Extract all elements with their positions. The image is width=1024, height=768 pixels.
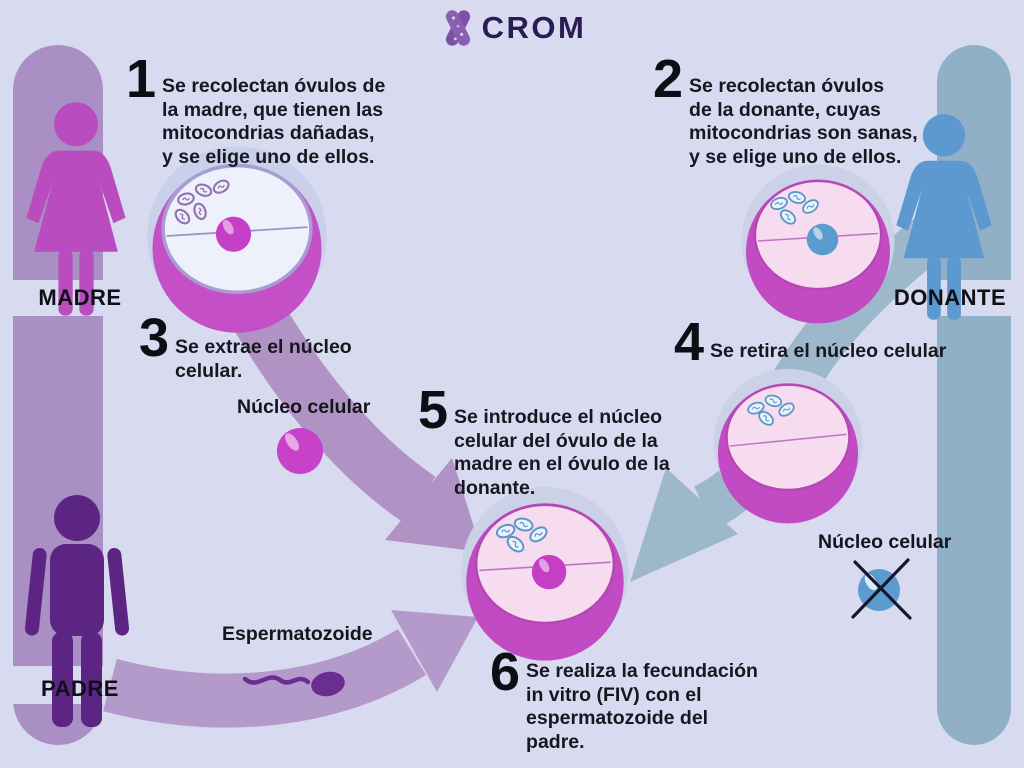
step-2: 2 Se recolectan óvulos de la donante, cu… bbox=[653, 49, 934, 169]
step-5-number: 5 bbox=[418, 380, 448, 440]
step-2-number: 2 bbox=[653, 49, 683, 109]
cell-reconstructed-egg bbox=[461, 486, 629, 661]
step-5: 5 Se introduce el núcleo celular del óvu… bbox=[418, 380, 689, 500]
madre-label: MADRE bbox=[38, 285, 122, 310]
transferred-nucleus bbox=[531, 554, 567, 590]
step-1-text: Se recolectan óvulos de la madre, que ti… bbox=[162, 75, 386, 168]
extracted-nucleus-icon bbox=[277, 428, 323, 474]
step-1-number: 1 bbox=[126, 49, 156, 109]
donante-nucleus bbox=[806, 223, 839, 256]
step-4-text: Se retira el núcleo celular bbox=[710, 340, 947, 362]
step-6-text: Se realiza la fecundación in vitro (FIV)… bbox=[526, 660, 758, 753]
cell-donante-egg bbox=[741, 164, 895, 324]
step-3-number: 3 bbox=[139, 308, 169, 368]
madre-nucleus bbox=[215, 216, 252, 252]
step-2-text: Se recolectan óvulos de la donante, cuya… bbox=[689, 75, 918, 168]
donante-figure-icon bbox=[896, 114, 992, 320]
arrow-madre-to-center bbox=[227, 291, 482, 552]
logo-text: CROM bbox=[481, 10, 587, 45]
step-4-number: 4 bbox=[674, 312, 704, 372]
arrow-padre-to-center bbox=[103, 610, 478, 728]
cell-enucleated-egg bbox=[713, 368, 863, 524]
step-6-number: 6 bbox=[490, 642, 520, 702]
sperm-icon bbox=[242, 671, 345, 697]
chromosome-x-icon bbox=[445, 10, 470, 46]
madre-figure-icon bbox=[26, 102, 126, 316]
discarded-nucleus-icon bbox=[851, 558, 912, 620]
step-6: 6 Se realiza la fecundación in vitro (FI… bbox=[490, 642, 776, 754]
cross-out-icon bbox=[851, 558, 912, 620]
padre-label: PADRE bbox=[41, 676, 119, 701]
cell-madre-egg bbox=[147, 146, 327, 333]
step-1: 1 Se recolectan óvulos de la madre, que … bbox=[126, 49, 412, 169]
step-4: 4 Se retira el núcleo celular bbox=[674, 312, 960, 372]
nucleo-celular-madre-label: Núcleo celular bbox=[237, 396, 371, 418]
step-5-text: Se introduce el núcleo celular del óvulo… bbox=[454, 406, 670, 499]
step-3-text: Se extrae el núcleo celular. bbox=[175, 336, 352, 382]
espermatozoide-label: Espermatozoide bbox=[222, 623, 373, 645]
nucleo-celular-donante-label: Núcleo celular bbox=[818, 531, 952, 553]
padre-figure-icon bbox=[24, 495, 130, 727]
donante-label: DONANTE bbox=[893, 285, 1007, 310]
step-3: 3 Se extrae el núcleo celular. bbox=[139, 308, 375, 383]
logo: CROM bbox=[0, 8, 1024, 48]
